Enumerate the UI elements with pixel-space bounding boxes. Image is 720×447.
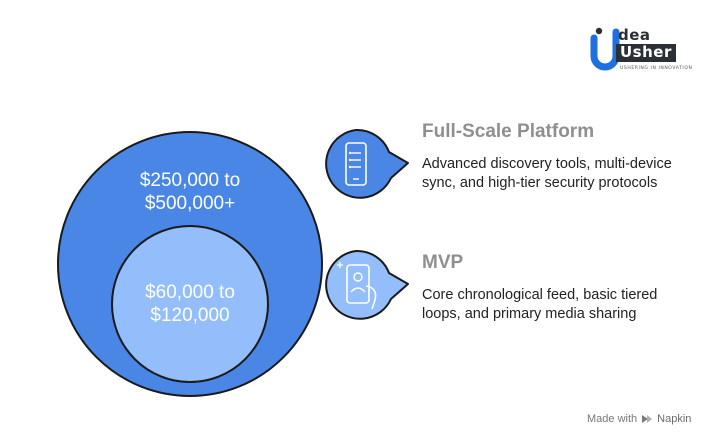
- tier-description-full-scale: Advanced discovery tools, multi-device s…: [422, 156, 672, 191]
- outer-circle-label-line2: $500,000+: [145, 193, 235, 214]
- tier-description-mvp: Core chronological feed, basic tiered lo…: [422, 287, 658, 322]
- logo-tagline: USHERING IN INNOVATION: [620, 66, 693, 71]
- idea-usher-logo: dea Usher USHERING IN INNOVATION: [590, 26, 708, 76]
- inner-circle-label-line2: $120,000: [150, 305, 229, 326]
- made-with-label: Made with: [587, 413, 638, 425]
- logo-word-idea: dea: [618, 26, 651, 44]
- napkin-logo-icon: [642, 415, 653, 423]
- inner-circle-mvp: [111, 225, 269, 383]
- mobile-checklist-icon: [325, 128, 409, 199]
- idea-usher-logo-mark-icon: [590, 27, 620, 71]
- napkin-brand-label: Napkin: [657, 413, 692, 425]
- outer-circle-label-line1: $250,000 to: [140, 170, 240, 191]
- logo-word-usher: Usher: [616, 44, 676, 62]
- tier-title-full-scale: Full-Scale Platform: [422, 121, 595, 142]
- inner-circle-label-line1: $60,000 to: [145, 282, 235, 303]
- hand-holding-phone-icon: [325, 249, 409, 320]
- tier-title-mvp: MVP: [422, 252, 464, 273]
- made-with-napkin-footer[interactable]: Made with Napkin: [587, 413, 691, 425]
